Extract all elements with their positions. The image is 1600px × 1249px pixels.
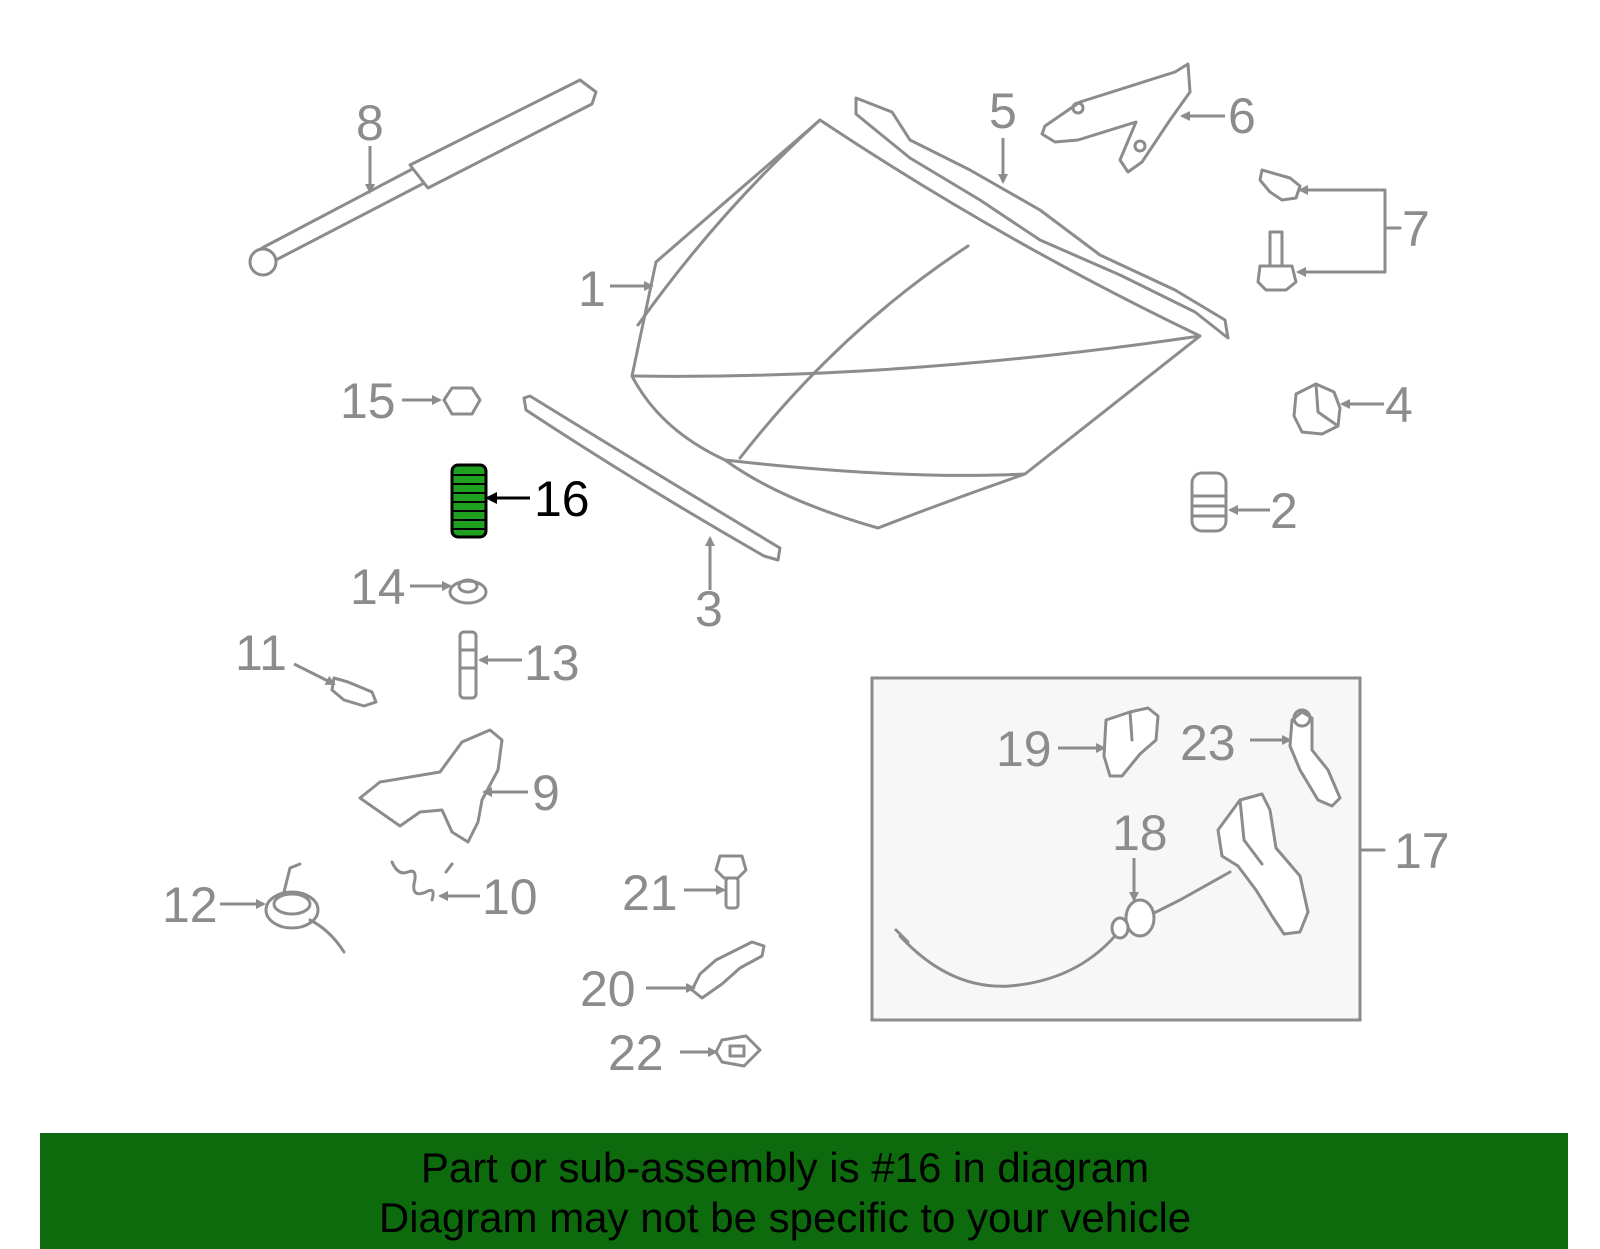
callout-6: 6 <box>1228 88 1256 144</box>
part-clip-4 <box>1292 382 1384 436</box>
part-hinge <box>1040 62 1225 174</box>
callout-1: 1 <box>578 261 606 317</box>
part-bolt-21 <box>684 854 748 910</box>
part-plug <box>402 386 482 416</box>
parts-diagram: 1 2 3 4 5 6 7 8 9 10 11 12 13 14 15 16 1… <box>162 62 1450 1081</box>
callout-21: 21 <box>622 865 678 921</box>
part-hood <box>610 118 1202 530</box>
part-clip-nut <box>680 1034 762 1068</box>
banner-line-disclaimer: Diagram may not be specific to your vehi… <box>378 1194 1192 1241</box>
callout-4: 4 <box>1385 377 1413 433</box>
part-striker <box>646 940 766 1000</box>
inset-box-17 <box>870 676 1386 1022</box>
callout-12: 12 <box>162 877 218 933</box>
callout-11: 11 <box>235 625 287 681</box>
part-bumper-2 <box>1190 471 1270 533</box>
callout-15: 15 <box>340 373 396 429</box>
callout-5: 5 <box>989 83 1017 139</box>
part-washer <box>410 578 488 605</box>
part-latch-bracket <box>358 728 528 844</box>
callout-8: 8 <box>356 95 384 151</box>
part-guide <box>1058 706 1160 778</box>
callout-3: 3 <box>695 581 723 637</box>
callout-14: 14 <box>350 559 406 615</box>
part-bolts <box>1256 168 1402 292</box>
callout-13: 13 <box>524 635 580 691</box>
part-coil-spring <box>220 862 346 954</box>
part-lever <box>1250 708 1342 808</box>
part-screw <box>293 662 378 708</box>
part-front-seal <box>522 394 782 590</box>
callout-9: 9 <box>532 765 560 821</box>
callout-16-highlighted: 16 <box>534 471 590 527</box>
part-small-spring <box>390 860 480 902</box>
callout-22: 22 <box>608 1025 664 1081</box>
part-stud <box>458 630 522 700</box>
arrow-11 <box>293 662 336 686</box>
part-release-cable <box>894 792 1310 988</box>
callout-10: 10 <box>482 869 538 925</box>
callout-19: 19 <box>996 721 1052 777</box>
callout-2: 2 <box>1270 483 1298 539</box>
callout-23: 23 <box>1180 715 1236 771</box>
callout-18: 18 <box>1112 805 1168 861</box>
banner-line-part-number: Part or sub-assembly is #16 in diagram <box>420 1144 1150 1191</box>
callout-7: 7 <box>1402 201 1430 257</box>
part-gas-strut <box>248 78 598 277</box>
part-seal <box>854 96 1230 340</box>
callout-17: 17 <box>1394 823 1450 879</box>
info-banner: Part or sub-assembly is #16 in diagram D… <box>40 1133 1568 1249</box>
callout-20: 20 <box>580 961 636 1017</box>
part-16-highlighted <box>450 463 530 539</box>
